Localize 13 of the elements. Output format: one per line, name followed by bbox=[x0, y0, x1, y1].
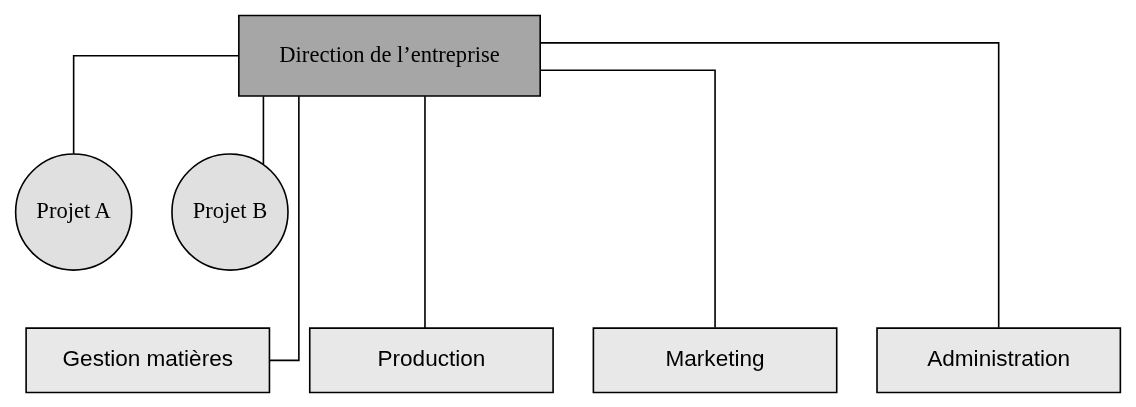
node-circle: Projet A bbox=[14, 152, 133, 271]
connector bbox=[262, 95, 265, 165]
node-box: Production bbox=[308, 326, 554, 393]
connector bbox=[72, 54, 240, 155]
node-circle: Projet B bbox=[171, 152, 289, 271]
connector bbox=[539, 68, 716, 328]
connector bbox=[268, 94, 300, 361]
node-box: Administration bbox=[876, 326, 1122, 393]
connector bbox=[424, 94, 426, 329]
node-box: Direction de l’entreprise bbox=[238, 14, 541, 97]
node-box: Gestion matières bbox=[25, 326, 271, 393]
node-box: Marketing bbox=[592, 326, 838, 393]
connector bbox=[540, 41, 1000, 328]
